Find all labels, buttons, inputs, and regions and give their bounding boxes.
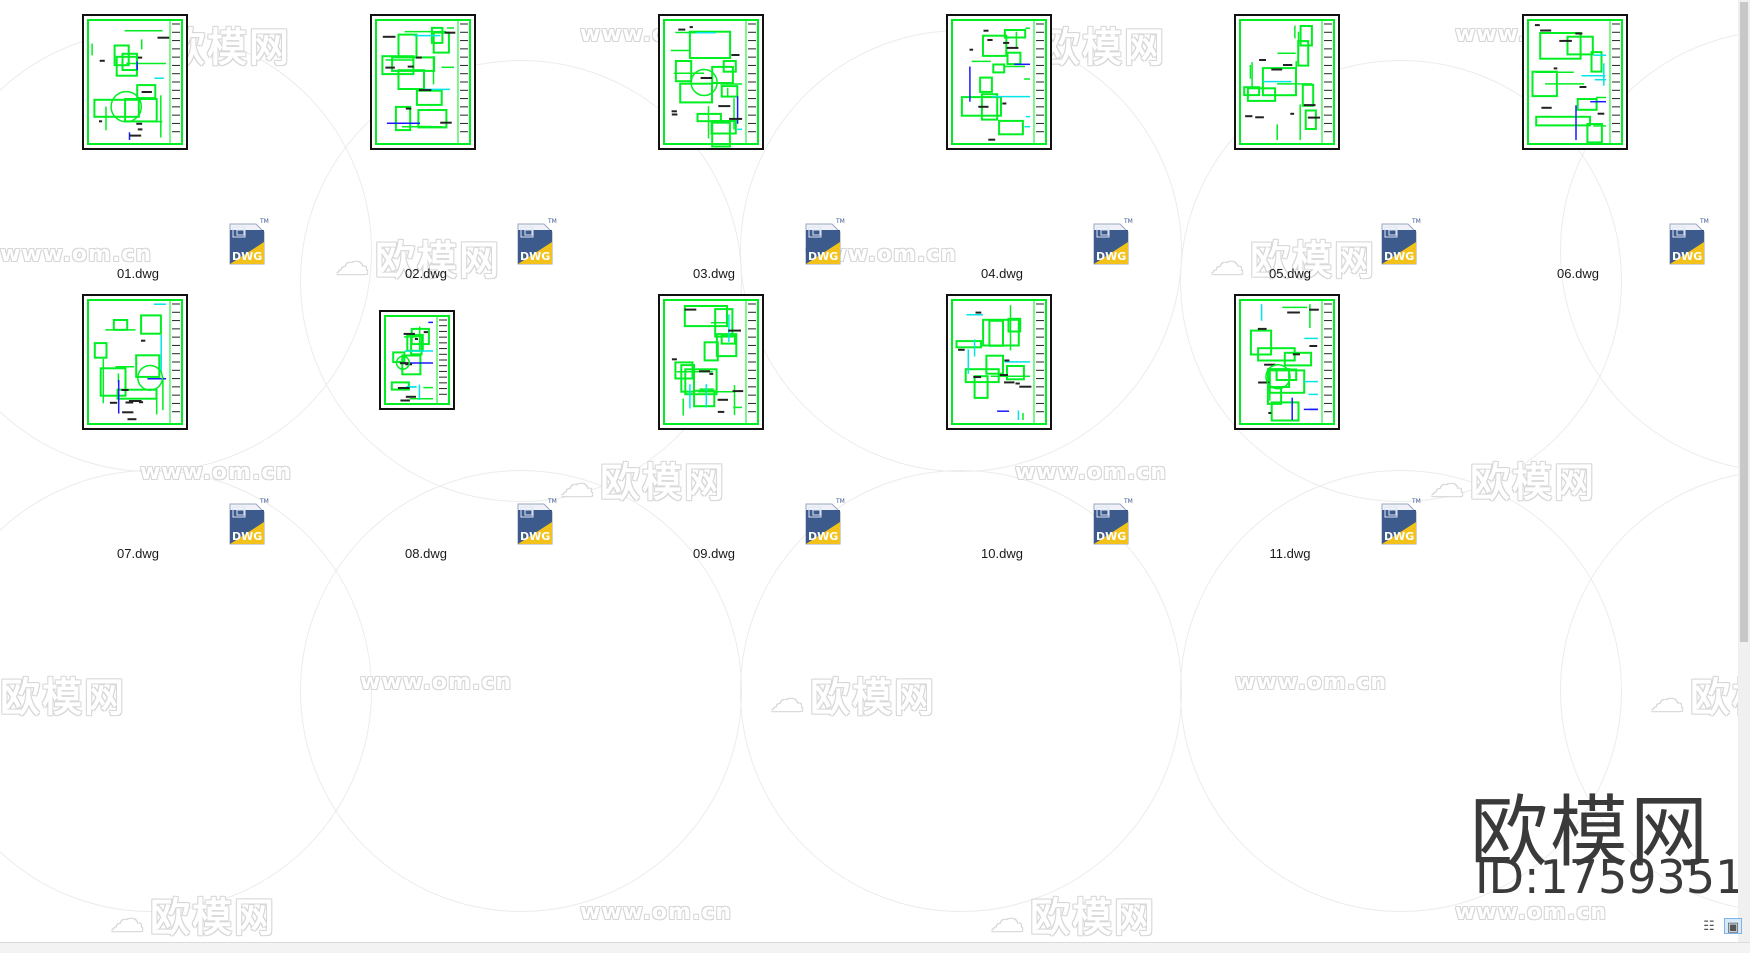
dwg-badge-text: DWG [1384,530,1415,543]
file-name-label: 11.dwg [1269,546,1311,561]
trademark-text: TM [548,498,557,505]
file-item[interactable]: DWG TM 03.dwg [614,8,874,281]
dwg-file-icon: DWG TM [802,218,845,268]
file-name-label: 01.dwg [117,266,159,281]
watermark-logo-text: 欧模网 [810,675,936,721]
watermark-url: www.om.cn [360,670,513,695]
watermark-logo: ☁欧模网 [1430,450,1596,508]
dwg-badge-text: DWG [1096,250,1127,263]
dwg-badge-text: DWG [808,250,839,263]
trademark-text: TM [836,218,845,225]
brand-id: ID:1759351 [1475,850,1738,904]
status-bar [0,942,1750,953]
file-name-label: 09.dwg [693,546,735,561]
watermark-url: www.om.cn [1235,670,1388,695]
trademark-text: TM [260,218,269,225]
cloud-icon: ☁ [110,900,146,940]
file-name-label: 04.dwg [981,266,1023,281]
dwg-file-icon: DWG TM [514,218,557,268]
file-item[interactable]: DWG TM 08.dwg [326,288,586,561]
file-item[interactable]: DWG TM 02.dwg [326,8,586,281]
file-name-label: 08.dwg [405,546,447,561]
watermark-logo-text: 欧模网 [1470,460,1596,506]
dwg-badge-text: DWG [520,530,551,543]
drawing-thumbnail [658,14,764,150]
file-item[interactable]: DWG TM 05.dwg [1190,8,1450,281]
watermark-logo: ☁欧模网 [990,885,1156,942]
file-name-label: 02.dwg [405,266,447,281]
file-item[interactable]: DWG TM 01.dwg [38,8,298,281]
watermark-logo: ☁欧模网 [1650,665,1738,723]
cloud-icon: ☁ [1650,680,1686,720]
large-icons-icon: ▣ [1726,919,1740,934]
details-list-icon: ☷ [1703,918,1715,933]
drawing-thumbnail [946,14,1052,150]
dwg-file-icon: DWG TM [1666,218,1709,268]
file-item[interactable]: DWG TM 04.dwg [902,8,1162,281]
dwg-badge-text: DWG [232,250,263,263]
file-name-label: 06.dwg [1557,266,1599,281]
drawing-thumbnail [1522,14,1628,150]
details-view-button[interactable]: ☷ [1700,918,1718,934]
file-name-label: 10.dwg [981,546,1023,561]
view-mode-buttons: ☷▣ [1700,918,1742,934]
drawing-thumbnail [1234,294,1340,430]
dwg-file-icon: DWG TM [1378,218,1421,268]
watermark-logo-text: 欧模网 [0,675,126,721]
dwg-badge-text: DWG [1384,250,1415,263]
watermark-logo-text: 欧模网 [1690,675,1738,721]
large-icons-view-button[interactable]: ▣ [1724,918,1742,934]
scrollbar-thumb[interactable] [1740,2,1748,642]
dwg-badge-text: DWG [1096,530,1127,543]
file-item[interactable]: DWG TM 09.dwg [614,288,874,561]
drawing-thumbnail [82,294,188,430]
file-name-label: 03.dwg [693,266,735,281]
trademark-text: TM [1124,218,1133,225]
drawing-thumbnail [946,294,1052,430]
dwg-badge-text: DWG [232,530,263,543]
watermark-url: www.om.cn [580,900,733,925]
dwg-file-icon: DWG TM [1090,498,1133,548]
trademark-text: TM [836,498,845,505]
watermark-logo-text: 欧模网 [1030,895,1156,941]
drawing-thumbnail [370,14,476,150]
watermark-logo: ☁欧模网 [0,665,126,723]
drawing-thumbnail [1234,14,1340,150]
file-item[interactable]: DWG TM 11.dwg [1190,288,1450,561]
brand-name: 欧模网 [1470,788,1711,878]
watermark-logo: ☁欧模网 [110,885,276,942]
drawing-thumbnail [658,294,764,430]
cloud-icon: ☁ [770,680,806,720]
dwg-badge-text: DWG [520,250,551,263]
watermark-logo: ☁欧模网 [770,665,936,723]
dwg-file-icon: DWG TM [226,218,269,268]
file-item[interactable]: DWG TM 07.dwg [38,288,298,561]
dwg-file-icon: DWG TM [1090,218,1133,268]
file-name-label: 07.dwg [117,546,159,561]
dwg-badge-text: DWG [1672,250,1703,263]
dwg-file-icon: DWG TM [226,498,269,548]
drawing-thumbnail [379,310,455,410]
vertical-scrollbar[interactable] [1738,0,1750,942]
trademark-text: TM [548,218,557,225]
dwg-file-icon: DWG TM [1378,498,1421,548]
trademark-text: TM [1412,498,1421,505]
watermark-logo-text: 欧模网 [150,895,276,941]
trademark-text: TM [1124,498,1133,505]
file-item[interactable]: DWG TM 06.dwg [1478,8,1738,281]
trademark-text: TM [1412,218,1421,225]
drawing-thumbnail [82,14,188,150]
file-name-label: 05.dwg [1269,266,1311,281]
trademark-text: TM [1700,218,1709,225]
dwg-badge-text: DWG [808,530,839,543]
file-item[interactable]: DWG TM 10.dwg [902,288,1162,561]
trademark-text: TM [260,498,269,505]
dwg-file-icon: DWG TM [802,498,845,548]
cloud-icon: ☁ [990,900,1026,940]
dwg-file-icon: DWG TM [514,498,557,548]
